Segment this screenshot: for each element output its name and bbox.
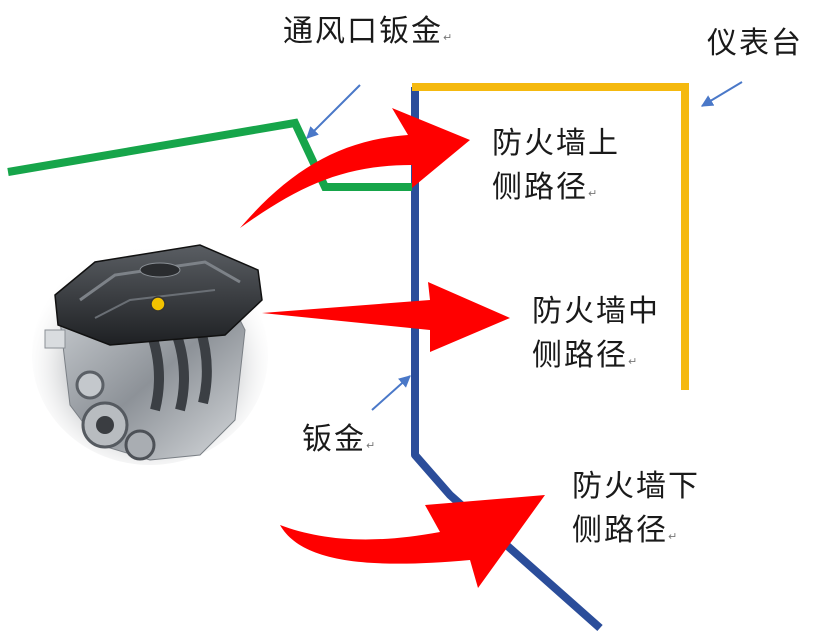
lower-path-line1: 防火墙下 [572, 469, 700, 504]
dashboard-label: 仪表台 [707, 26, 803, 61]
paragraph-mark: ↵ [366, 439, 376, 452]
middle-path-arrow [262, 282, 510, 352]
sheet-metal-pointer-arrow [371, 375, 411, 411]
vent-sheet-metal-line [7, 118, 412, 191]
middle-path-line1: 防火墙中 [532, 294, 660, 329]
vent-sheet-metal-label: 通风口钣金↵ [283, 14, 453, 49]
paragraph-mark: ↵ [588, 187, 598, 200]
vent-pointer-arrow [306, 84, 361, 139]
paragraph-mark: ↵ [628, 355, 638, 368]
upper-path-line2: 侧路径 [492, 170, 588, 205]
paragraph-mark: ↵ [443, 31, 453, 44]
paragraph-mark: ↵ [668, 530, 678, 543]
middle-path-line2: 侧路径 [532, 338, 628, 373]
lower-path-line2: 侧路径 [572, 513, 668, 548]
upper-path-arrow [240, 108, 470, 228]
firewall-sheet-metal-line [411, 87, 603, 631]
middle-path-label: 防火墙中 侧路径↵ [532, 290, 660, 384]
lower-path-arrow [280, 495, 545, 588]
dashboard-pointer-arrow [700, 81, 743, 107]
lower-path-label: 防火墙下 侧路径↵ [572, 465, 700, 559]
upper-path-line1: 防火墙上 [492, 126, 620, 161]
upper-path-label: 防火墙上 侧路径↵ [492, 122, 620, 216]
engine-image [32, 244, 268, 465]
dashboard-line [412, 83, 689, 390]
sheet-metal-label: 钣金↵ [302, 422, 376, 457]
